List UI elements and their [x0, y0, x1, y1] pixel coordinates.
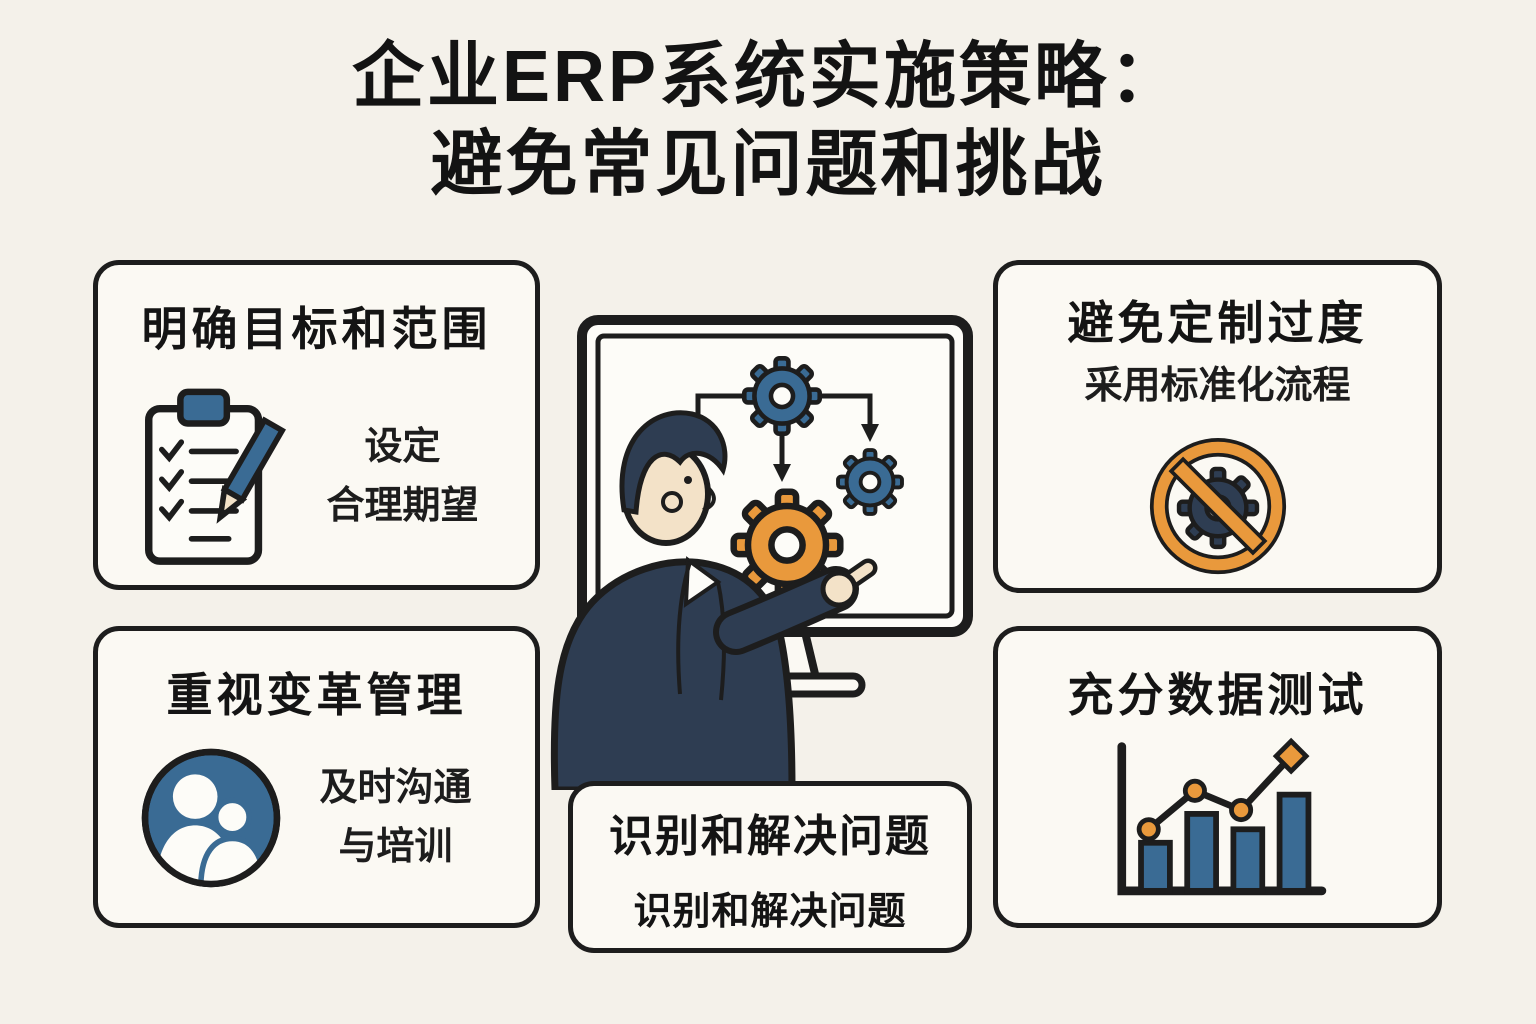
card-customization: 避免定制过度 采用标准化流程	[993, 260, 1442, 593]
gear-blue-top-icon	[741, 355, 823, 437]
goals-subtitle-line-1: 设定	[364, 426, 441, 469]
presenter-figure	[550, 410, 878, 790]
title-line-1: 企业ERP系统实施策略：	[351, 37, 1185, 117]
card-testing-title: 充分数据测试	[1067, 669, 1368, 721]
gear-blue-small-icon	[836, 448, 904, 516]
title-line-2: 避免常见问题和挑战	[430, 124, 1106, 205]
card-goals-title: 明确目标和范围	[141, 303, 492, 355]
problems-line-2: 识别和解决问题	[633, 890, 907, 933]
goals-subtitle-line-2: 合理期望	[326, 485, 479, 527]
card-customization-subtitle: 采用标准化流程	[1084, 365, 1351, 407]
card-change-title: 重视变革管理	[166, 669, 467, 721]
change-subtitle-line-2: 与培训	[338, 826, 453, 868]
people-icon	[141, 748, 281, 888]
problems-line-1: 识别和解决问题	[609, 811, 931, 861]
monitor-gears-presenter-illustration	[550, 315, 973, 790]
gear-orange-icon	[730, 488, 844, 602]
card-goals: 明确目标和范围 设定 合理期望	[93, 260, 540, 590]
card-problems: 识别和解决问题 识别和解决问题	[568, 781, 972, 953]
card-testing: 充分数据测试	[993, 626, 1442, 928]
page-title: 企业ERP系统实施策略： 避免常见问题和挑战	[0, 34, 1536, 210]
change-subtitle-line-1: 及时沟通	[319, 767, 472, 810]
card-customization-title: 避免定制过度	[1067, 297, 1368, 349]
card-change: 重视变革管理 及时沟通 与培训	[93, 626, 540, 928]
clipboard-checklist-icon	[145, 388, 286, 565]
no-gear-icon	[1149, 437, 1286, 575]
bar-chart-icon	[1116, 737, 1326, 896]
